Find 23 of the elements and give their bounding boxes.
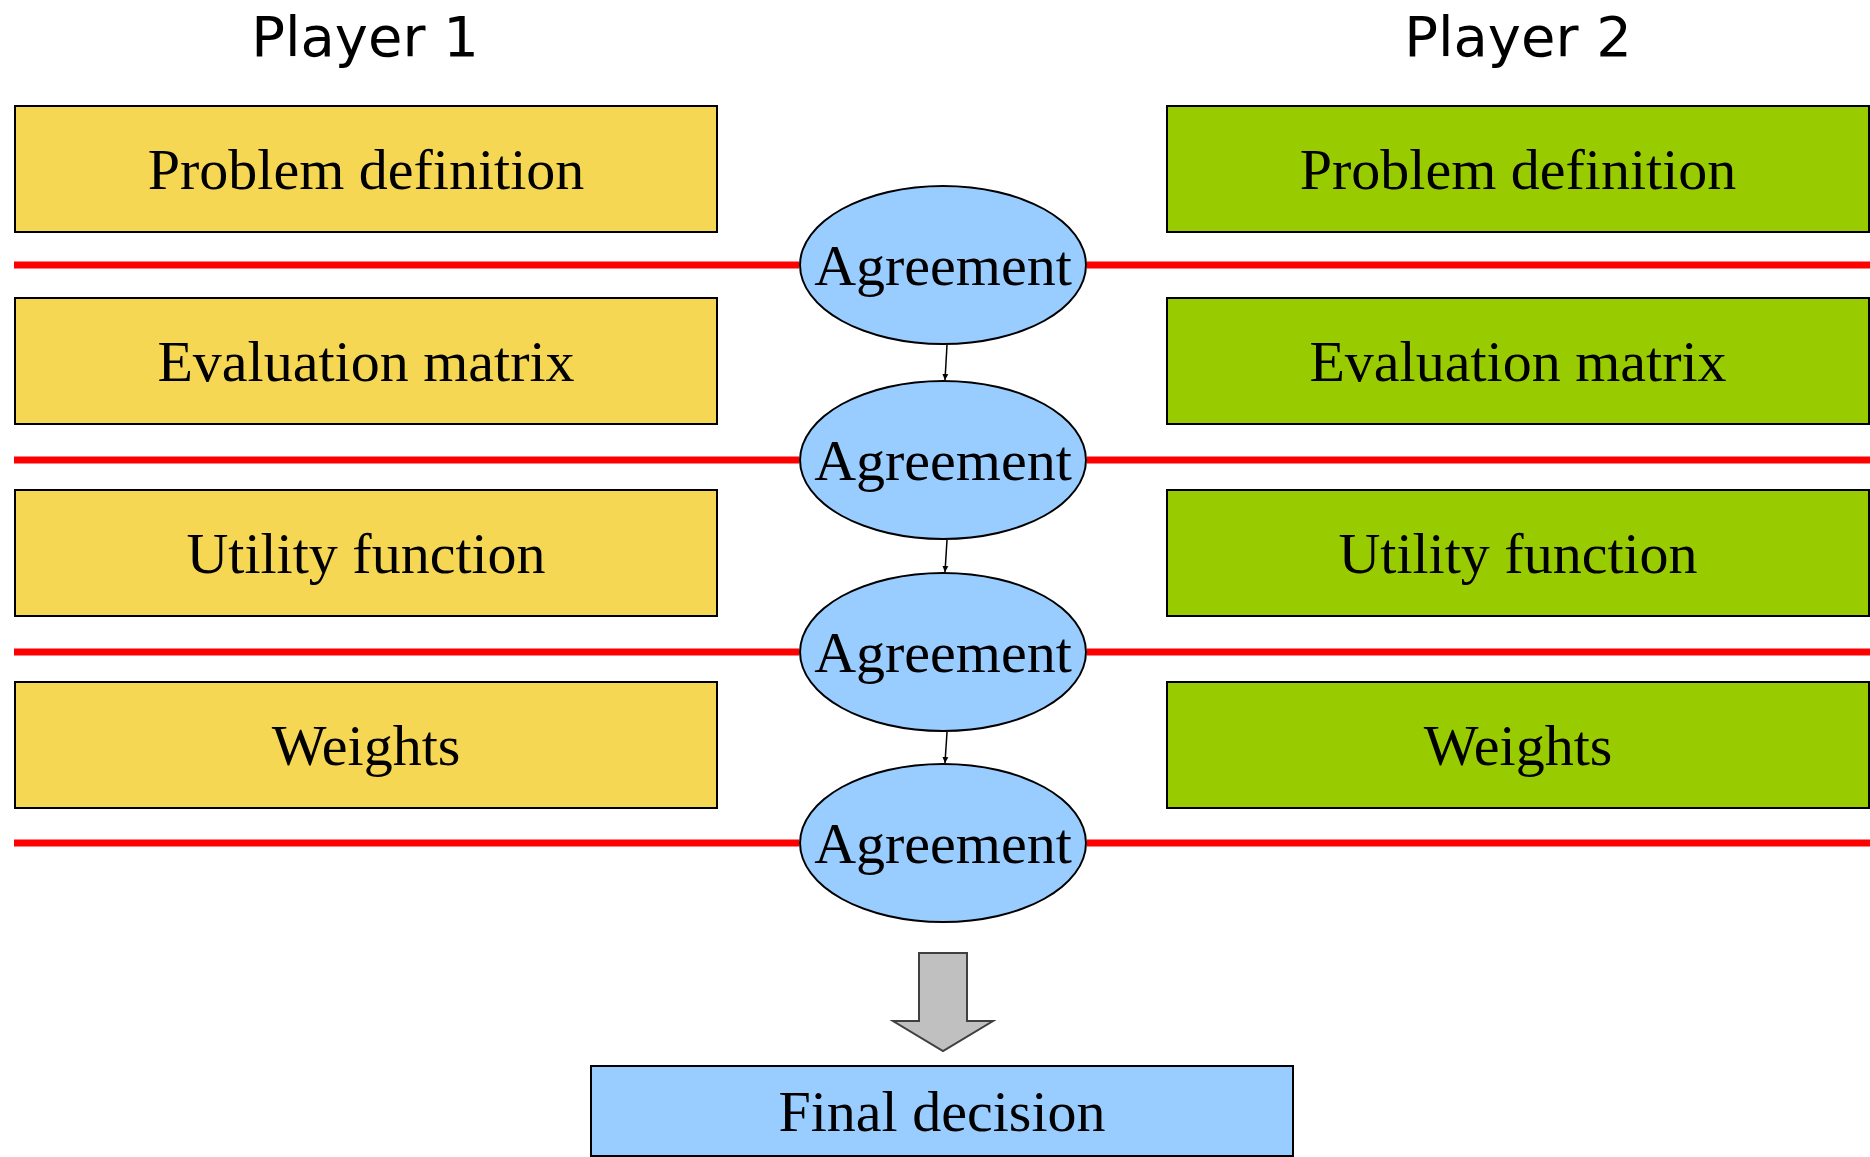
column-heading: Player 1 <box>251 4 479 69</box>
agreement-ellipse: Agreement <box>799 572 1087 732</box>
decision-box: Final decision <box>590 1065 1294 1157</box>
separator-line <box>1087 261 1870 269</box>
agreement-ellipse: Agreement <box>799 763 1087 923</box>
step-box: Evaluation matrix <box>14 297 718 425</box>
column-heading: Player 2 <box>1404 4 1632 69</box>
separator-line <box>1087 839 1870 847</box>
step-box: Evaluation matrix <box>1166 297 1870 425</box>
arrow <box>942 731 949 764</box>
step-box: Problem definition <box>1166 105 1870 233</box>
step-box: Weights <box>14 681 718 809</box>
step-box: Weights <box>1166 681 1870 809</box>
arrow <box>942 344 949 381</box>
arrow <box>942 539 949 573</box>
step-box: Utility function <box>14 489 718 617</box>
agreement-ellipse: Agreement <box>799 380 1087 540</box>
step-box: Problem definition <box>14 105 718 233</box>
agreement-ellipse: Agreement <box>799 185 1087 345</box>
separator-line <box>1087 648 1870 656</box>
block-arrow <box>889 952 997 1053</box>
separator-line <box>1087 456 1870 464</box>
step-box: Utility function <box>1166 489 1870 617</box>
